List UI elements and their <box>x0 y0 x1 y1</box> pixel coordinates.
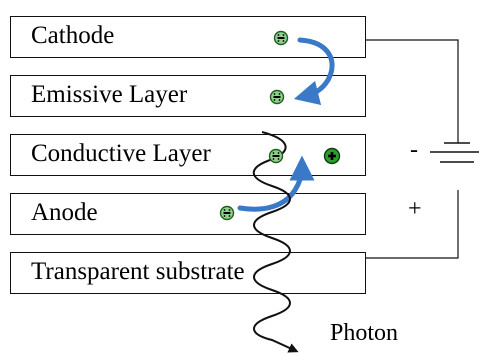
circuit-wires <box>366 39 479 259</box>
electron-minus-icon <box>273 30 289 46</box>
layer-emissive-label: Emissive Layer <box>31 81 188 108</box>
layer-cathode: Cathode <box>10 16 366 58</box>
electron-flow-arrow-top <box>293 37 335 106</box>
battery-plus-sign: + <box>408 196 422 222</box>
layer-anode-label: Anode <box>31 199 98 226</box>
layer-anode: Anode <box>10 193 366 235</box>
layer-cathode-label: Cathode <box>31 22 115 49</box>
layer-substrate: Transparent substrate <box>10 252 366 294</box>
photon-label: Photon <box>330 320 398 346</box>
electron-minus-icon <box>219 205 235 221</box>
battery-minus-sign: - <box>410 137 418 163</box>
wire-anode <box>366 190 459 259</box>
wire-cathode <box>366 39 459 126</box>
layer-substrate-label: Transparent substrate <box>31 258 245 285</box>
hole-flow-arrow-bottom <box>237 155 315 212</box>
electron-minus-icon <box>269 89 285 105</box>
photon-wavy-line <box>252 131 299 353</box>
layer-conductive-label: Conductive Layer <box>31 140 211 167</box>
hole-plus-icon <box>323 147 341 165</box>
electron-minus-icon <box>268 148 284 164</box>
